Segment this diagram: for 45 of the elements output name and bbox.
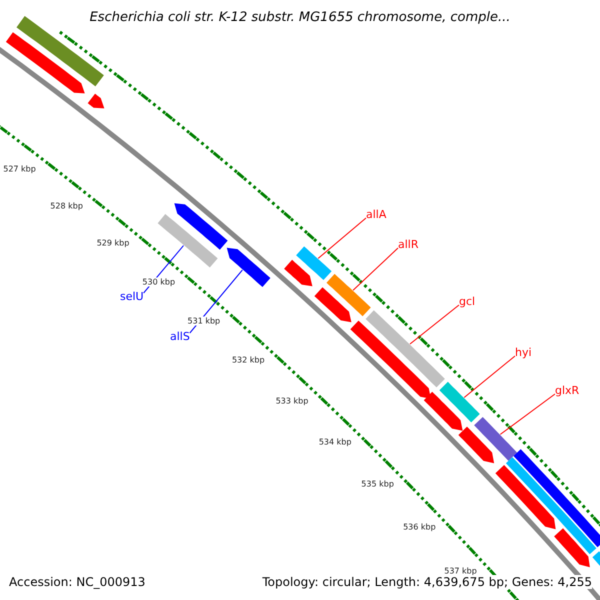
scale-label: 535 kbp: [360, 480, 395, 489]
gene-segment: [495, 465, 556, 530]
gene-segment: [296, 246, 332, 280]
gene-segment: [350, 320, 431, 399]
gene-segment: [88, 94, 104, 108]
leader-line: [464, 356, 516, 398]
scale-label: 536 kbp: [402, 522, 437, 532]
scale-label: 537 kbp: [443, 566, 478, 576]
gene-segment: [514, 449, 600, 548]
scale-label: 527 kbp: [2, 164, 37, 174]
map-title: Escherichia coli str. K-12 substr. MG1655 chromosome, comple...: [88, 10, 512, 25]
gene-segment: [439, 382, 480, 422]
gene-label: allR: [398, 238, 418, 251]
gene-segment: [366, 310, 445, 388]
leader-line: [318, 218, 366, 259]
scale-label: 533 kbp: [274, 396, 310, 406]
scale-label: 534 kbp: [318, 438, 352, 447]
scale-label: 532 kbp: [230, 356, 266, 365]
leader-line: [410, 304, 460, 344]
genome-stats-note: Topology: circular; Length: 4,639,675 bp; Genes: 4,255: [262, 575, 592, 589]
gene-segment: [314, 287, 352, 322]
gene-label: glxR: [555, 384, 580, 397]
gene-segment: [226, 248, 270, 287]
scale-label: 531 kbp: [186, 316, 222, 326]
scale-label: 530 kbp: [141, 277, 176, 286]
gene-segment: [158, 214, 218, 268]
gene-segment: [6, 32, 85, 94]
leader-line: [500, 394, 556, 435]
gene-segment: [424, 392, 463, 431]
gene-segment: [506, 457, 596, 554]
gene-segment: [174, 203, 228, 250]
leader-line: [352, 248, 398, 291]
accession-note: Accession: NC_000913: [9, 575, 146, 589]
scale-label: 529 kbp: [96, 238, 130, 248]
gene-label: allA: [366, 208, 386, 221]
gene-label: gcl: [459, 295, 476, 308]
gene-segment: [554, 528, 590, 568]
gene-segment: [474, 417, 518, 461]
gene-segment: [284, 260, 312, 286]
scale-label: 528 kbp: [49, 202, 84, 211]
gene-segment: [458, 426, 494, 464]
gene-label: allS: [170, 330, 190, 343]
gene-segment: [326, 274, 371, 316]
gene-label: selU: [120, 290, 144, 303]
gene-label: hyi: [515, 346, 532, 359]
